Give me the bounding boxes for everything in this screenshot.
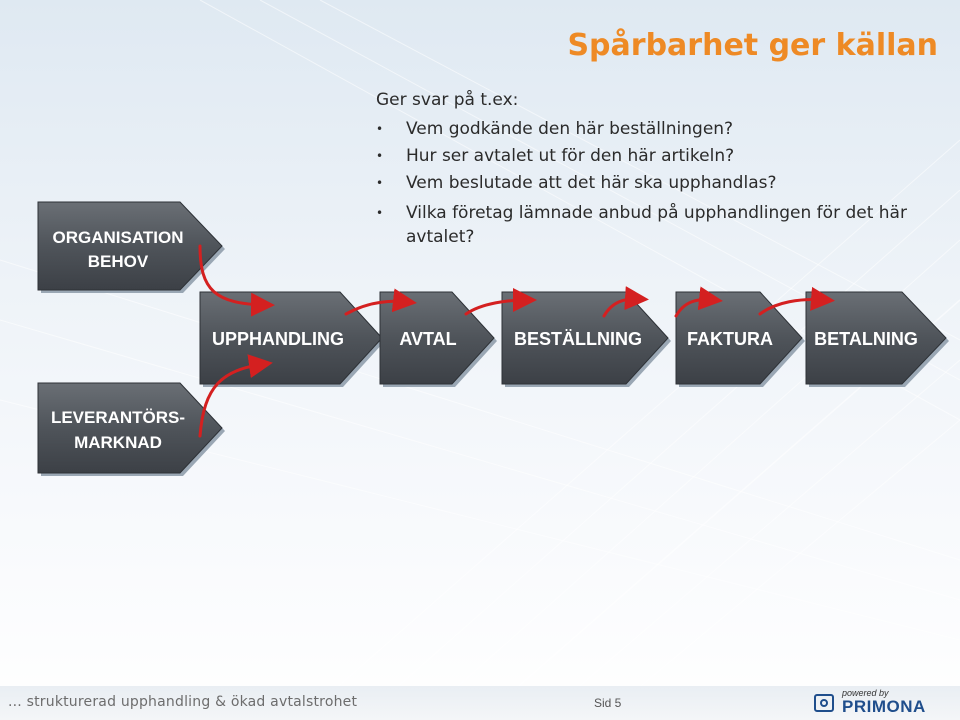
question-block: Ger svar på t.ex: • Vem godkände den här…	[376, 88, 946, 249]
question-text: Vem godkände den här beställningen?	[406, 119, 734, 139]
footer: ... strukturerad upphandling & ökad avta…	[0, 686, 960, 720]
supplier-label-line1: LEVERANTÖRS-	[51, 408, 185, 427]
arrow-betalning-incoming	[758, 286, 835, 316]
page-title: Spårbarhet ger källan	[567, 28, 938, 63]
bullet-icon: •	[376, 149, 384, 163]
bullet-icon: •	[376, 206, 384, 220]
process-step-label: FAKTURA	[687, 329, 773, 349]
logo-powered-by: powered by	[842, 688, 889, 698]
process-step-faktura: FAKTURA	[675, 291, 805, 387]
process-step-label: UPPHANDLING	[212, 329, 344, 349]
arrow-faktura-to-betalning	[674, 286, 723, 318]
question-text: Vilka företag lämnade anbud på upphandli…	[406, 203, 907, 247]
footer-tagline: ... strukturerad upphandling & ökad avta…	[8, 694, 358, 710]
organisation-shape: ORGANISATION BEHOV	[37, 201, 225, 293]
process-step-bestallning: BESTÄLLNING	[501, 291, 671, 387]
arrow-supplier-to-upphandling	[198, 354, 273, 438]
supplier-label-line2: MARKNAD	[74, 433, 162, 452]
question-item: • Vem beslutade att det här ska upphandl…	[376, 170, 946, 197]
process-step-label: AVTAL	[399, 329, 456, 349]
supplier-market-shape: LEVERANTÖRS- MARKNAD	[37, 382, 225, 476]
question-item: • Vem godkände den här beställningen?	[376, 116, 946, 143]
arrow-bestallning-to-faktura	[602, 286, 649, 318]
organisation-label-line1: ORGANISATION	[53, 228, 184, 247]
logo-name: PRIMONA	[842, 697, 926, 716]
bullet-icon: •	[376, 122, 384, 136]
organisation-label-line2: BEHOV	[88, 252, 149, 271]
question-text: Hur ser avtalet ut för den här artikeln?	[406, 146, 735, 166]
arrow-avtal-to-bestallning	[464, 288, 537, 316]
questions-heading: Ger svar på t.ex:	[376, 90, 519, 110]
question-item: • Hur ser avtalet ut för den här artikel…	[376, 143, 946, 170]
process-step-label: BETALNING	[814, 329, 918, 349]
question-list: • Vem godkände den här beställningen? • …	[376, 116, 946, 249]
primona-logo: powered by PRIMONA	[814, 688, 944, 718]
arrow-upphandling-to-avtal	[344, 288, 417, 316]
arrow-organisation-to-upphandling	[198, 244, 275, 317]
page-number: Sid 5	[594, 696, 622, 710]
bullet-icon: •	[376, 176, 384, 190]
process-step-label: BESTÄLLNING	[514, 329, 642, 349]
process-step-betalning: BETALNING	[805, 291, 949, 387]
question-text: Vem beslutade att det här ska upphandlas…	[406, 173, 777, 193]
question-item: • Vilka företag lämnade anbud på upphand…	[376, 201, 946, 249]
process-step-upphandling: UPPHANDLING	[199, 291, 385, 387]
primona-logo-icon	[814, 694, 834, 712]
